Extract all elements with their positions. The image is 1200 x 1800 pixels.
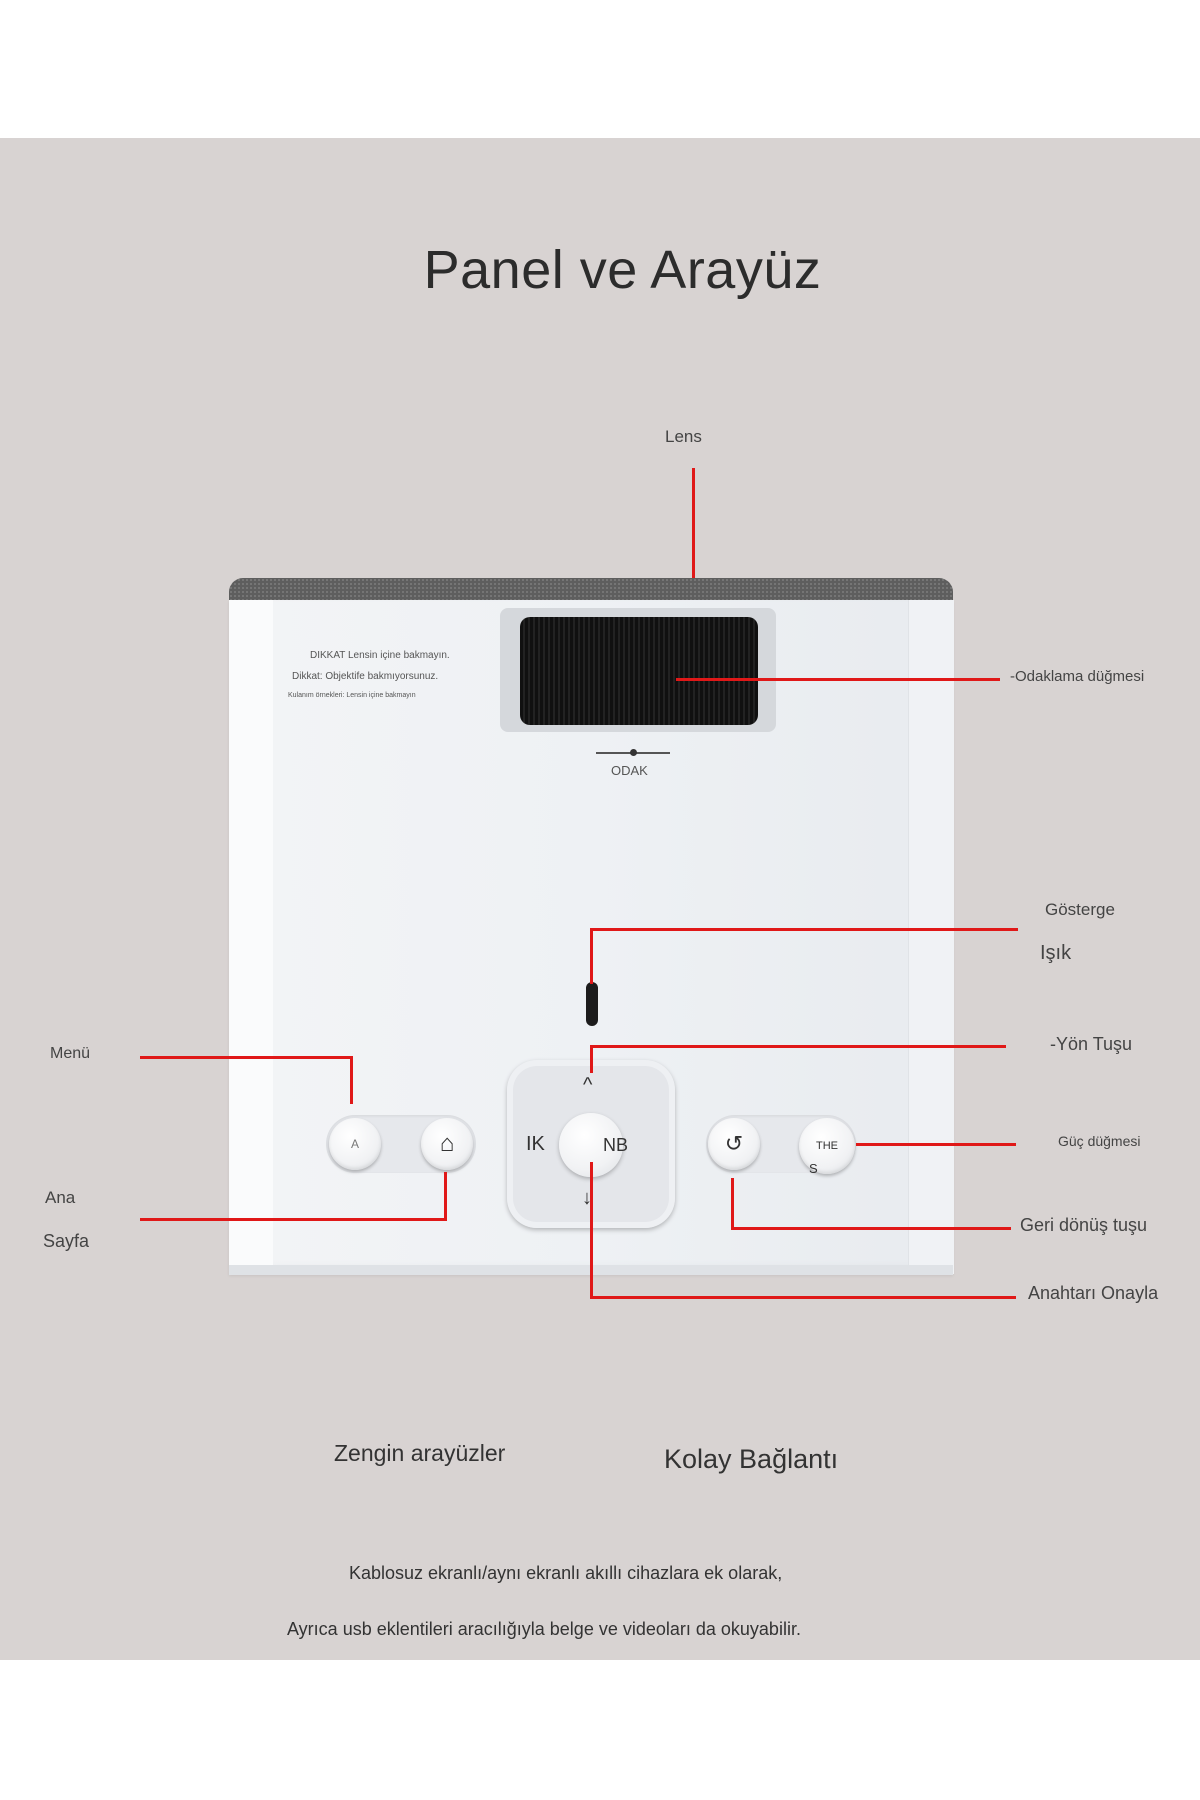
device-top-grille xyxy=(229,578,953,600)
warning-text-2: Dikkat: Objektife bakmıyorsunuz. xyxy=(292,671,439,682)
warning-text-1: DIKKAT Lensin içine bakmayın. xyxy=(310,650,450,661)
confirm-icon: NB xyxy=(603,1135,629,1155)
feature-easy-connection: Kolay Bağlantı xyxy=(664,1444,839,1474)
indicator-label-1: Gösterge xyxy=(1045,900,1115,919)
back-callout-line-v xyxy=(731,1178,734,1230)
focus-callout-line xyxy=(676,678,1000,681)
dpad-up-arrow-icon[interactable]: ^ xyxy=(583,1074,593,1096)
back-callout-line-h xyxy=(731,1227,1011,1230)
page-title: Panel ve Arayüz xyxy=(423,240,822,300)
feature-rich-interfaces: Zengin arayüzler xyxy=(334,1440,506,1466)
back-key-label: Geri dönüş tuşu xyxy=(1020,1215,1148,1235)
description-line-1: Kablosuz ekranlı/aynı ekranlı akıllı cih… xyxy=(349,1563,783,1583)
home-label-1: Ana xyxy=(45,1188,76,1207)
indicator-label-2: Işık xyxy=(1040,942,1072,964)
indicator-light xyxy=(586,982,598,1026)
warning-text-3: Kulanım örnekleri: Lensin içine bakmayın xyxy=(288,692,416,699)
dpad-left-icon[interactable]: IK xyxy=(526,1133,545,1155)
menu-icon: A xyxy=(350,1137,359,1151)
home-callout-line-h xyxy=(140,1218,447,1221)
lens-label: Lens xyxy=(665,427,702,446)
home-callout-line-v xyxy=(444,1172,447,1221)
lens xyxy=(520,617,758,725)
power-sub-label: S xyxy=(809,1161,818,1176)
device-edge-right xyxy=(908,600,954,1274)
back-button[interactable]: ↺ xyxy=(708,1118,760,1170)
menu-callout-line-h xyxy=(140,1056,353,1059)
dpad-down-arrow-icon[interactable]: ↓ xyxy=(582,1187,592,1209)
direction-key-label: -Yön Tuşu xyxy=(1050,1034,1133,1054)
direction-callout-line-v xyxy=(590,1045,593,1073)
menu-callout-line-v xyxy=(350,1056,353,1104)
direction-callout-line-h xyxy=(590,1045,1006,1048)
confirm-callout-line-h xyxy=(590,1296,1016,1299)
menu-button[interactable]: A xyxy=(329,1118,381,1170)
home-label-2: Sayfa xyxy=(43,1231,90,1251)
power-button[interactable]: THE xyxy=(799,1118,855,1174)
power-callout-line xyxy=(856,1143,1016,1146)
home-button[interactable]: ⌂ xyxy=(421,1118,473,1170)
confirm-key-label: Anahtarı Onayla xyxy=(1028,1283,1159,1303)
power-icon: THE xyxy=(816,1140,838,1152)
indicator-callout-line-h xyxy=(590,928,1018,931)
focus-button-label: -Odaklama düğmesi xyxy=(1010,668,1145,685)
lens-callout-line xyxy=(692,468,695,578)
focus-label: ODAK xyxy=(611,763,648,778)
focus-slider-knob[interactable] xyxy=(630,749,637,756)
indicator-callout-line-v xyxy=(590,928,593,984)
back-arrow-icon: ↺ xyxy=(724,1131,744,1156)
power-button-label: Güç düğmesi xyxy=(1058,1133,1141,1149)
menu-label: Menü xyxy=(50,1045,91,1062)
home-icon: ⌂ xyxy=(439,1130,455,1157)
device-edge-left xyxy=(229,600,273,1274)
description-line-2: Ayrıca usb eklentileri aracılığıyla belg… xyxy=(287,1619,801,1639)
confirm-callout-line-v xyxy=(590,1162,593,1299)
